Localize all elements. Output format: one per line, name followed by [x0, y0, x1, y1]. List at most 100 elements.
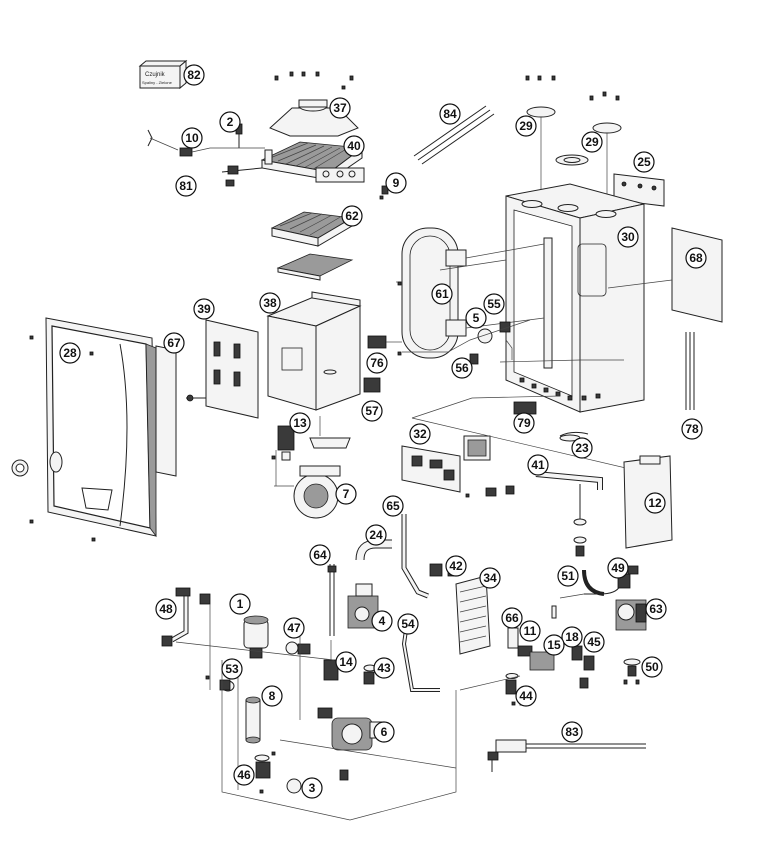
screws: [29, 85, 624, 794]
callout-2: 2: [219, 111, 241, 133]
callout-labels: 82 37 84 29 29 2 10 40 81 9 25 62 30 68 …: [59, 64, 707, 799]
svg-text:28: 28: [63, 346, 77, 360]
callout-83: 83: [561, 721, 583, 743]
svg-text:8: 8: [269, 689, 276, 703]
svg-text:83: 83: [565, 725, 579, 739]
svg-text:79: 79: [517, 416, 531, 430]
svg-text:56: 56: [455, 361, 469, 375]
callout-32: 32: [409, 423, 431, 445]
svg-text:55: 55: [487, 297, 501, 311]
svg-text:47: 47: [287, 621, 301, 635]
svg-text:67: 67: [167, 336, 181, 350]
svg-text:38: 38: [263, 296, 277, 310]
callout-55: 55: [483, 293, 505, 315]
svg-text:57: 57: [365, 404, 379, 418]
sensor-box-title: Czujnik: [145, 72, 166, 78]
combustion-chamber: [186, 291, 402, 519]
svg-text:62: 62: [345, 209, 359, 223]
bottom-left-parts: [161, 587, 349, 794]
svg-text:23: 23: [575, 441, 589, 455]
svg-text:64: 64: [313, 548, 327, 562]
callout-78: 78: [681, 418, 703, 440]
callout-8: 8: [261, 685, 283, 707]
callout-29-right: 29: [581, 131, 603, 153]
svg-text:9: 9: [393, 176, 400, 190]
svg-text:41: 41: [531, 458, 545, 472]
callout-40: 40: [343, 135, 365, 157]
svg-text:50: 50: [645, 660, 659, 674]
power-cord: [487, 739, 646, 772]
sensor-box-subtitle: Spaliny - Zielone: [142, 80, 173, 85]
expansion-vessel: [396, 227, 545, 365]
callout-39: 39: [193, 298, 215, 320]
callout-13: 13: [289, 412, 311, 434]
callout-46: 46: [233, 764, 255, 786]
callout-49: 49: [607, 557, 629, 579]
callout-34: 34: [479, 567, 501, 589]
svg-text:7: 7: [343, 487, 350, 501]
callout-62: 62: [341, 205, 363, 227]
svg-text:48: 48: [159, 602, 173, 616]
callout-57: 57: [361, 400, 383, 422]
svg-text:84: 84: [443, 107, 457, 121]
callout-63: 63: [645, 598, 667, 620]
svg-text:15: 15: [547, 638, 561, 652]
svg-text:14: 14: [339, 655, 353, 669]
svg-text:40: 40: [347, 139, 361, 153]
svg-text:29: 29: [585, 135, 599, 149]
svg-text:18: 18: [565, 630, 579, 644]
sensor-box: Czujnik Spaliny - Zielone: [138, 59, 188, 90]
callout-42: 42: [445, 555, 467, 577]
callout-44: 44: [515, 685, 537, 707]
callout-3: 3: [301, 777, 323, 799]
svg-text:11: 11: [524, 624, 537, 638]
svg-text:29: 29: [519, 119, 533, 133]
svg-text:12: 12: [648, 496, 662, 510]
callout-65: 65: [382, 495, 404, 517]
callout-84: 84: [439, 103, 461, 125]
hydraulic-group: [317, 514, 605, 751]
svg-text:78: 78: [685, 422, 699, 436]
callout-6: 6: [373, 721, 395, 743]
callout-45: 45: [583, 631, 605, 653]
svg-text:68: 68: [689, 251, 703, 265]
callout-79: 79: [513, 412, 535, 434]
svg-text:1: 1: [237, 597, 244, 611]
svg-text:39: 39: [197, 302, 211, 316]
callout-24: 24: [365, 524, 387, 546]
svg-text:34: 34: [483, 571, 497, 585]
svg-text:2: 2: [227, 115, 234, 129]
svg-text:76: 76: [370, 356, 384, 370]
svg-text:10: 10: [185, 131, 199, 145]
svg-text:65: 65: [386, 499, 400, 513]
callout-28: 28: [59, 342, 81, 364]
callout-11: 11: [519, 620, 541, 642]
callout-66: 66: [501, 607, 523, 629]
svg-text:6: 6: [381, 725, 388, 739]
callout-18: 18: [561, 626, 583, 648]
svg-text:25: 25: [637, 155, 651, 169]
callout-12: 12: [644, 492, 666, 514]
svg-text:49: 49: [611, 561, 625, 575]
callout-81: 81: [175, 175, 197, 197]
callout-7: 7: [335, 483, 357, 505]
leader-lines: [175, 259, 624, 821]
callout-41: 41: [527, 454, 549, 476]
svg-text:46: 46: [237, 768, 251, 782]
callout-48: 48: [155, 598, 177, 620]
callout-10: 10: [181, 127, 203, 149]
control-board: [401, 417, 661, 497]
svg-text:24: 24: [369, 528, 383, 542]
svg-text:61: 61: [435, 287, 449, 301]
callout-25: 25: [633, 151, 655, 173]
svg-text:32: 32: [413, 427, 427, 441]
callout-43: 43: [373, 657, 395, 679]
svg-text:54: 54: [401, 617, 415, 631]
callout-82: 82: [183, 64, 205, 86]
callout-1: 1: [229, 593, 251, 615]
callout-15: 15: [543, 634, 565, 656]
svg-text:13: 13: [293, 416, 307, 430]
callout-50: 50: [641, 656, 663, 678]
